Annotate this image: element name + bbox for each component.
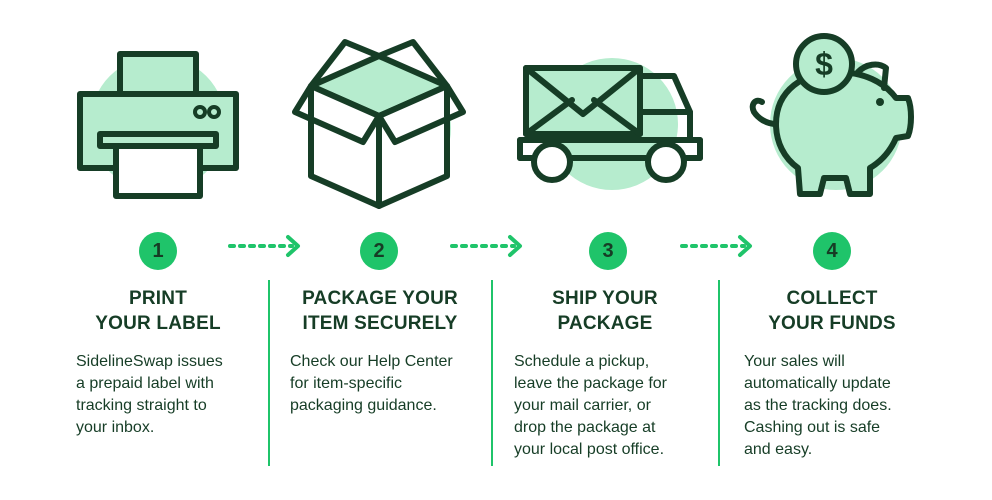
description-line: SidelineSwap issues — [76, 353, 223, 370]
step-title-line: COLLECT — [786, 288, 878, 309]
step-title-line: PACKAGE — [557, 313, 653, 334]
description-line: leave the package for — [514, 375, 667, 392]
step-title-3: SHIP YOUR PACKAGE — [505, 286, 705, 336]
step-number-4: 4 — [813, 232, 851, 270]
mail-truck-icon — [502, 28, 712, 208]
description-line: your local post office. — [514, 441, 665, 458]
step-title-4: COLLECT YOUR FUNDS — [732, 286, 932, 336]
step-title-2: PACKAGE YOUR ITEM SECURELY — [280, 286, 480, 336]
description-line: as the tracking does. — [744, 397, 892, 414]
piggy-bank-icon: $ — [728, 28, 938, 208]
arrow-right-icon — [450, 235, 522, 257]
step-title-line: YOUR FUNDS — [768, 313, 896, 334]
description-line: and easy. — [744, 441, 813, 458]
description-line: packaging guidance. — [290, 397, 437, 414]
step-title-line: ITEM SECURELY — [302, 313, 458, 334]
description-line: automatically update — [744, 375, 891, 392]
step-title-line: SHIP YOUR — [552, 288, 658, 309]
step-title-1: PRINT YOUR LABEL — [58, 286, 258, 336]
column-divider — [491, 280, 493, 466]
description-line: for item-specific — [290, 375, 403, 392]
description-line: Your sales will — [744, 353, 845, 370]
step-description-2: Check our Help Center for item-specific … — [290, 351, 486, 417]
description-line: a prepaid label with — [76, 375, 214, 392]
description-line: your mail carrier, or — [514, 397, 651, 414]
arrow-right-icon — [680, 235, 752, 257]
step-number-2: 2 — [360, 232, 398, 270]
open-box-icon — [275, 28, 485, 209]
description-line: Schedule a pickup, — [514, 353, 650, 370]
column-divider — [718, 280, 720, 466]
step-description-1: SidelineSwap issues a prepaid label with… — [76, 351, 262, 439]
column-divider — [268, 280, 270, 466]
step-title-line: PACKAGE YOUR — [302, 288, 458, 309]
arrow-right-icon — [228, 235, 300, 257]
step-title-line: PRINT — [129, 288, 187, 309]
printer-icon — [48, 28, 258, 208]
description-line: tracking straight to — [76, 397, 207, 414]
description-line: your inbox. — [76, 419, 155, 436]
step-number-1: 1 — [139, 232, 177, 270]
description-line: Cashing out is safe — [744, 419, 881, 436]
description-line: Check our Help Center — [290, 353, 453, 370]
step-description-4: Your sales will automatically update as … — [744, 351, 944, 461]
description-line: drop the package at — [514, 419, 656, 436]
step-description-3: Schedule a pickup, leave the package for… — [514, 351, 714, 461]
step-number-3: 3 — [589, 232, 627, 270]
svg-text:$: $ — [815, 46, 833, 82]
step-title-line: YOUR LABEL — [95, 313, 221, 334]
